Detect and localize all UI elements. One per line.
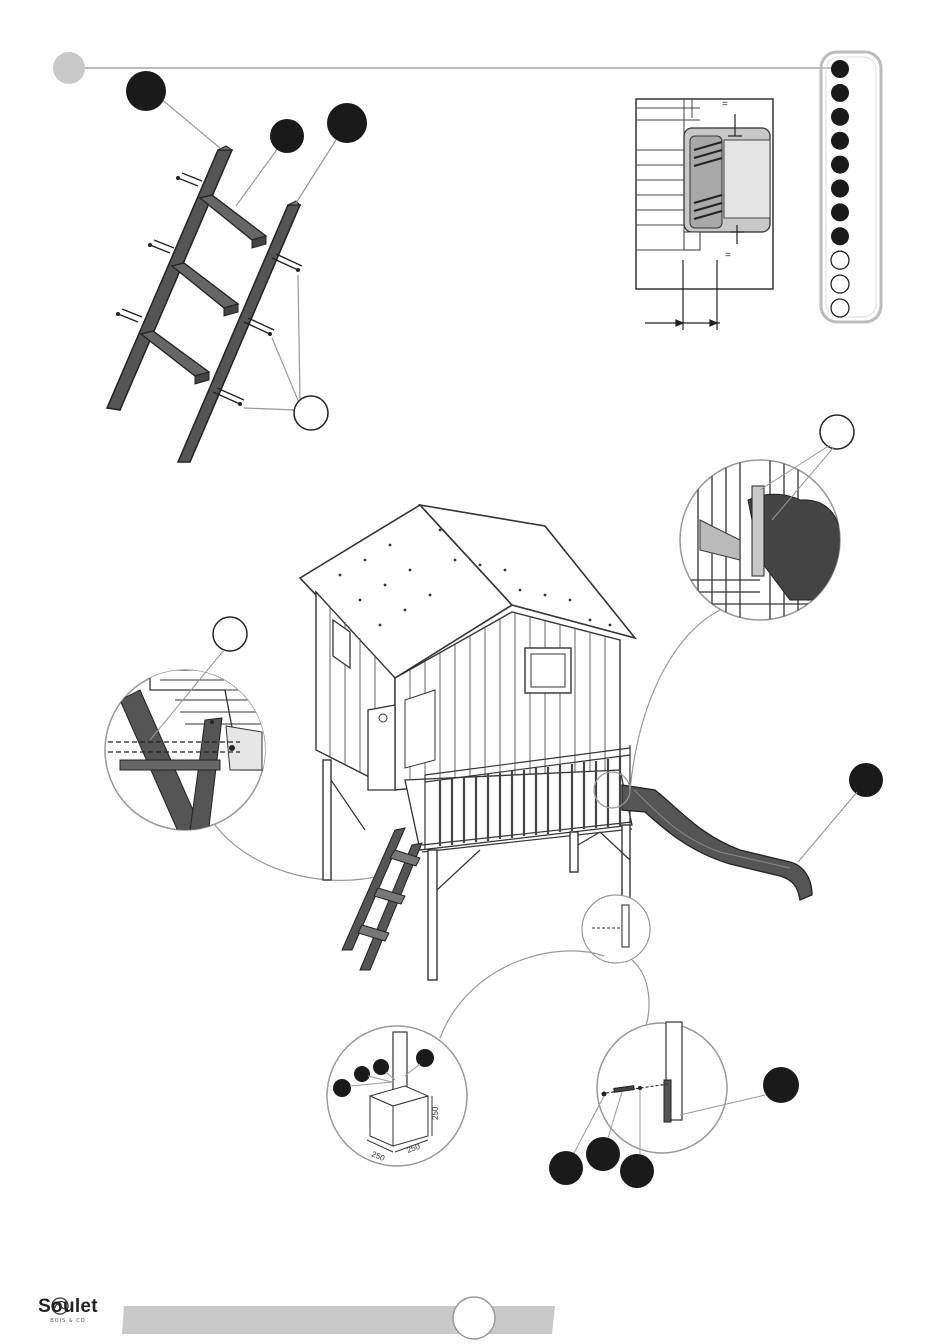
step-dot-complete (831, 203, 849, 221)
part-badge (126, 71, 166, 111)
step-dot-complete (831, 84, 849, 102)
equal-mark-top: = (722, 99, 728, 110)
brand-block: Soulet BOIS & CO (28, 1296, 108, 1324)
zoom-leg-anchor (549, 1022, 799, 1188)
part-badge (763, 1067, 799, 1103)
page-number-circle (453, 1297, 495, 1339)
zoom-slide-junction (680, 415, 854, 620)
part-badge (849, 763, 883, 797)
step-dot-complete (831, 60, 849, 78)
part-badge (549, 1151, 583, 1185)
part-badge (354, 1066, 370, 1082)
brand-name: Soulet (28, 1296, 108, 1318)
part-badge (820, 415, 854, 449)
part-badge (270, 119, 304, 153)
step-indicator-dot (53, 52, 85, 84)
part-badge (294, 396, 328, 430)
slide-fixing-detail: = = (636, 99, 773, 330)
step-progress-rail (821, 52, 881, 322)
part-badge (213, 617, 247, 651)
step-dot-complete (831, 132, 849, 150)
ladder-exploded-view (107, 146, 302, 462)
equal-mark-bottom: = (725, 250, 731, 261)
step-dot-pending (831, 299, 849, 317)
step-dot-complete (831, 180, 849, 198)
slide (622, 785, 812, 900)
step-dot-complete (831, 227, 849, 245)
step-dot-complete (831, 108, 849, 126)
part-badge (586, 1137, 620, 1171)
part-badge (333, 1079, 351, 1097)
brand-tagline: BOIS & CO (28, 1318, 108, 1324)
step-dot-pending (831, 251, 849, 269)
footing-height-label: 250 (431, 1106, 440, 1120)
part-badge (416, 1049, 434, 1067)
footer-bar (122, 1297, 555, 1339)
part-badge (620, 1154, 654, 1188)
part-badge (327, 103, 367, 143)
step-dot-pending (831, 275, 849, 293)
zoom-concrete-footing: 250 250 250 (327, 1026, 467, 1166)
ladder-installed (342, 828, 422, 970)
step-dot-complete (831, 156, 849, 174)
